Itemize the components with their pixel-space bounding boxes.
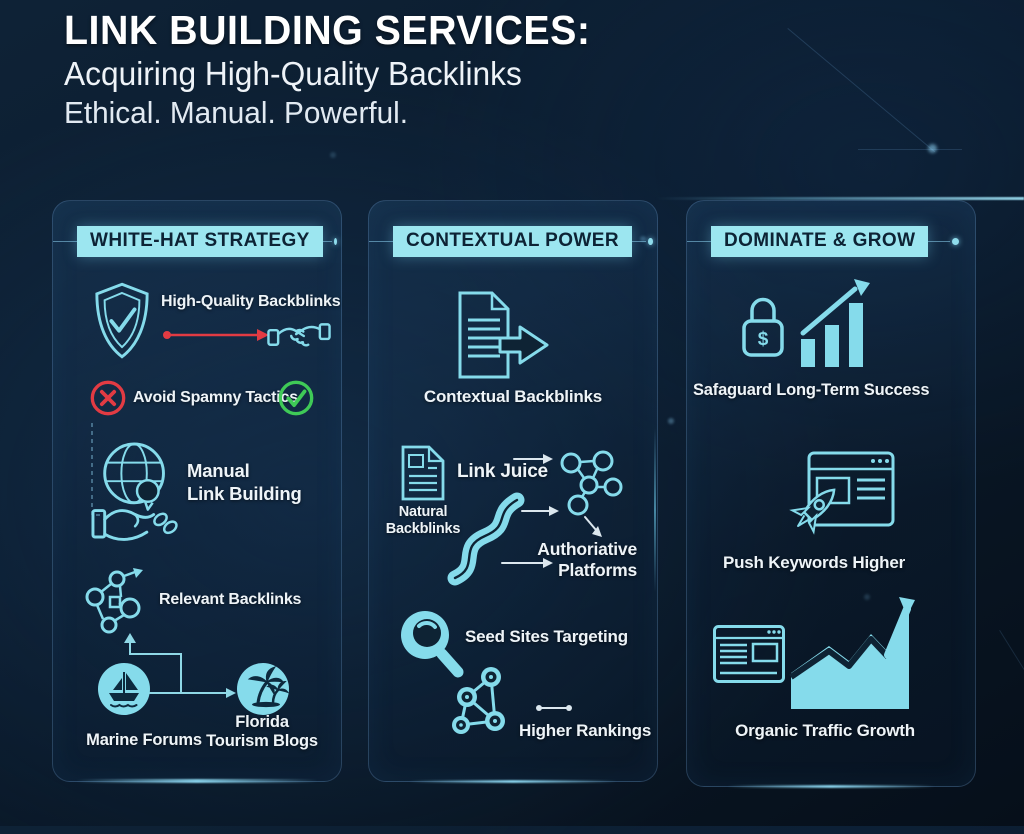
particle-dot [330, 152, 336, 158]
circuit-node-dot [928, 144, 937, 153]
label-natural-backlinks: Natural Backblinks [385, 504, 461, 537]
red-x-icon [89, 379, 127, 417]
header-line-left [369, 240, 393, 242]
card-header-row: WHITE-HAT STRATEGY [53, 225, 341, 257]
svg-text:$: $ [758, 329, 769, 350]
page-subtitle: Acquiring High-Quality Backlinks [64, 55, 522, 92]
label-safeguard-success: Safaguard Long-Term Success [693, 381, 930, 399]
seed-node-network-icon [451, 663, 523, 743]
shield-check-icon [93, 281, 151, 361]
label-avoid-spammy-tactics: Avoid Spamny Tactics [133, 389, 298, 406]
label-higher-rankings: Higher Rankings [519, 721, 652, 740]
palm-trees-badge-icon [237, 663, 290, 715]
label-seed-sites-targeting: Seed Sites Targeting [465, 627, 628, 646]
page-tagline: Ethical. Manual. Powerful. [64, 94, 409, 130]
label-relevant-backlinks: Relevant Backlinks [159, 591, 302, 608]
header-dot [648, 237, 653, 245]
label-authoritative-platforms: Authoriative Platforms [537, 539, 637, 580]
handshake-icon [267, 313, 331, 359]
particle-dot [668, 418, 674, 424]
circuit-diagonal-line [787, 28, 936, 153]
label-organic-traffic-growth: Organic Traffic Growth [735, 721, 915, 740]
label-contextual-backlinks: Contextual Backblinks [423, 387, 603, 406]
card-title-contextual-power: CONTEXTUAL POWER [393, 225, 632, 257]
river-flow-icon [441, 492, 531, 586]
page-title: LINK BUILDING SERVICES: [64, 7, 591, 53]
label-manual-link-building: Manual Link Building [187, 460, 302, 504]
header-line-right [322, 240, 333, 242]
traffic-area-chart-icon [789, 597, 916, 712]
card-title-dominate-grow: DOMINATE & GROW [711, 225, 929, 257]
browser-window-icon [713, 625, 785, 683]
globe-in-hand-icon [91, 436, 185, 546]
card-dominate-grow: DOMINATE & GROW $ Safaguard Long-Term Su… [686, 200, 976, 787]
header-line-left [53, 240, 77, 242]
document-arrow-icon [454, 289, 554, 381]
circuit-horizontal-line [858, 149, 962, 150]
label-marine-forums: Marine Forums [86, 731, 202, 749]
header-dot [952, 237, 960, 245]
growth-bars-arrow-icon [799, 277, 873, 369]
header-spacer [963, 241, 975, 242]
backlink-network-icon [83, 567, 147, 641]
header-line-right [928, 240, 951, 242]
card-contextual-power: CONTEXTUAL POWER [368, 200, 658, 782]
card-title-white-hat: WHITE-HAT STRATEGY [77, 225, 323, 257]
label-link-juice: Link Juice [457, 461, 548, 482]
label-high-quality-backlinks: High-Quality Backblinks [161, 293, 341, 310]
molecule-network-icon [557, 449, 623, 516]
magnifier-icon [395, 607, 467, 681]
green-check-icon [277, 379, 315, 417]
dollar-lock-icon: $ [737, 291, 789, 365]
header-line-left [687, 240, 711, 242]
card-white-hat-strategy: WHITE-HAT STRATEGY High-Quality Backblin… [52, 200, 342, 782]
label-push-keywords-higher: Push Keywords Higher [722, 553, 906, 572]
header-line-right [631, 240, 647, 242]
page-title-block: LINK BUILDING SERVICES: Acquiring High-Q… [64, 10, 590, 129]
corner-diagonal-line [999, 630, 1024, 834]
card-header-row: CONTEXTUAL POWER [369, 225, 657, 257]
header-dot [334, 237, 337, 245]
document-icon [399, 444, 447, 502]
sailboat-badge-icon [98, 663, 150, 715]
card-header-row: DOMINATE & GROW [687, 225, 975, 257]
label-florida-tourism-blogs: Florida Tourism Blogs [206, 713, 318, 750]
browser-rocket-icon [785, 451, 895, 543]
